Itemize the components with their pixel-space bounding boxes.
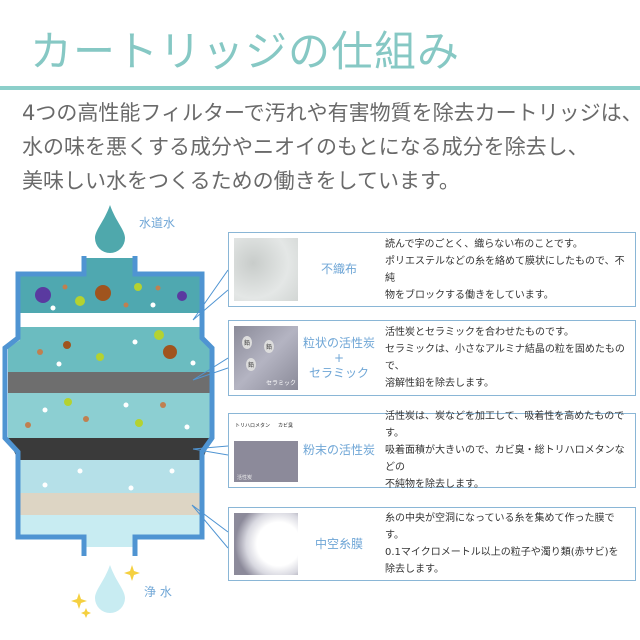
name-line: セラミック bbox=[308, 365, 369, 380]
intro-line: 美味しい水をつくるための働きをしています。 bbox=[22, 169, 460, 193]
tap-water-label: 水道水 bbox=[139, 216, 176, 230]
filter-description: 読んで字のごとく、織らない布のことです。 ポリエステルなどの糸を絡めて膜状にした… bbox=[385, 233, 631, 306]
intro-line: 4つの高性能フィルターで汚れや有害物質を除去カートリッジは、 bbox=[22, 101, 640, 125]
filter-name: 粉末の活性炭 bbox=[302, 443, 375, 457]
desc-line: 0.1マイクロメートル以上の粒子や濁り類(赤サビ)を bbox=[385, 547, 619, 558]
layer-powder-carbon bbox=[8, 438, 210, 460]
image-label: トリハロメタン bbox=[235, 423, 271, 429]
filter-card-powder-carbon: トリハロメタン カビ臭 活性炭 粉末の活性炭 活性炭は、炭などを加工して、吸着性… bbox=[228, 411, 636, 490]
cartridge-diagram bbox=[2, 205, 228, 618]
desc-line: 糸の中央が空洞になっている糸を集めて作った膜です。 bbox=[385, 513, 615, 541]
image-label: 鉛 bbox=[264, 340, 275, 353]
desc-line: 不純物を除去します。 bbox=[385, 479, 484, 490]
desc-line: 活性炭とセラミックを合わせたものです。 bbox=[385, 327, 574, 338]
layer-hollow-fiber bbox=[20, 493, 202, 515]
desc-line: セラミックは、小さなアルミナ結晶の粒を固めたもので、 bbox=[385, 344, 625, 372]
image-label: セラミック bbox=[266, 380, 297, 387]
desc-line: 溶解性鉛を除去します。 bbox=[385, 378, 494, 389]
impurity-particles bbox=[25, 283, 196, 491]
purified-water-label: 浄 水 bbox=[144, 585, 172, 599]
filter-description: 糸の中央が空洞になっている糸を集めて作った膜です。 0.1マイクロメートル以上の… bbox=[385, 508, 631, 580]
tap-water-drop-icon bbox=[95, 205, 125, 253]
nonwoven-image bbox=[234, 238, 298, 301]
filter-name: 不織布 bbox=[320, 262, 357, 276]
filter-description: 活性炭とセラミックを合わせたものです。 セラミックは、小さなアルミナ結晶の粒を固… bbox=[385, 321, 631, 395]
filter-name: 粒状の活性炭 + セラミック bbox=[301, 321, 377, 395]
name-line: + bbox=[333, 350, 345, 365]
desc-line: 吸着面積が大きいので、カビ臭・総トリハロメタンなどの bbox=[385, 445, 625, 473]
name-line: 粒状の活性炭 bbox=[302, 335, 375, 350]
image-label: 鉛 bbox=[242, 336, 253, 349]
filter-description: 活性炭は、炭などを加工して、吸着性を高めたものです。 吸着面積が大きいので、カビ… bbox=[385, 411, 631, 490]
desc-line: 読んで字のごとく、織らない布のことです。 bbox=[385, 238, 583, 250]
purified-water-drop-icon bbox=[95, 565, 125, 613]
filter-card-granular-carbon: 鉛 鉛 鉛 セラミック 粒状の活性炭 + セラミック 活性炭とセラミックを合わせ… bbox=[228, 320, 636, 396]
desc-line: 除去します。 bbox=[385, 564, 444, 575]
sparkle-icon bbox=[71, 565, 140, 618]
layer-granular-carbon bbox=[8, 372, 210, 393]
filter-card-nonwoven: 不織布 読んで字のごとく、織らない布のことです。 ポリエステルなどの糸を絡めて膜… bbox=[228, 232, 636, 307]
intro-line: 水の味を悪くする成分やニオイのもとになる成分を除去し、 bbox=[22, 135, 589, 159]
image-label: カビ臭 bbox=[278, 423, 294, 429]
ceramic-image: 鉛 鉛 鉛 セラミック bbox=[234, 326, 298, 390]
filter-card-hollow-fiber: 中空糸膜 糸の中央が空洞になっている糸を集めて作った膜です。 0.1マイクロメー… bbox=[228, 507, 636, 581]
filter-name: 中空糸膜 bbox=[314, 536, 363, 551]
desc-line: ポリエステルなどの糸を絡めて膜状にしたもので、不純 bbox=[385, 255, 625, 284]
hollow-fiber-image bbox=[234, 513, 298, 575]
layer-nonwoven bbox=[20, 313, 202, 327]
page-title: カートリッジの仕組み bbox=[30, 27, 461, 76]
title-divider bbox=[0, 86, 640, 90]
desc-line: 物をブロックする働きをしています。 bbox=[385, 289, 554, 301]
powder-carbon-image: トリハロメタン カビ臭 活性炭 bbox=[234, 419, 298, 482]
intro-text: 4つの高性能フィルターで汚れや有害物質を除去カートリッジは、 水の味を悪くする成… bbox=[22, 96, 640, 198]
desc-line: 活性炭は、炭などを加工して、吸着性を高めたものです。 bbox=[385, 411, 625, 439]
image-label: 鉛 bbox=[246, 358, 257, 371]
image-label: 活性炭 bbox=[237, 475, 253, 481]
